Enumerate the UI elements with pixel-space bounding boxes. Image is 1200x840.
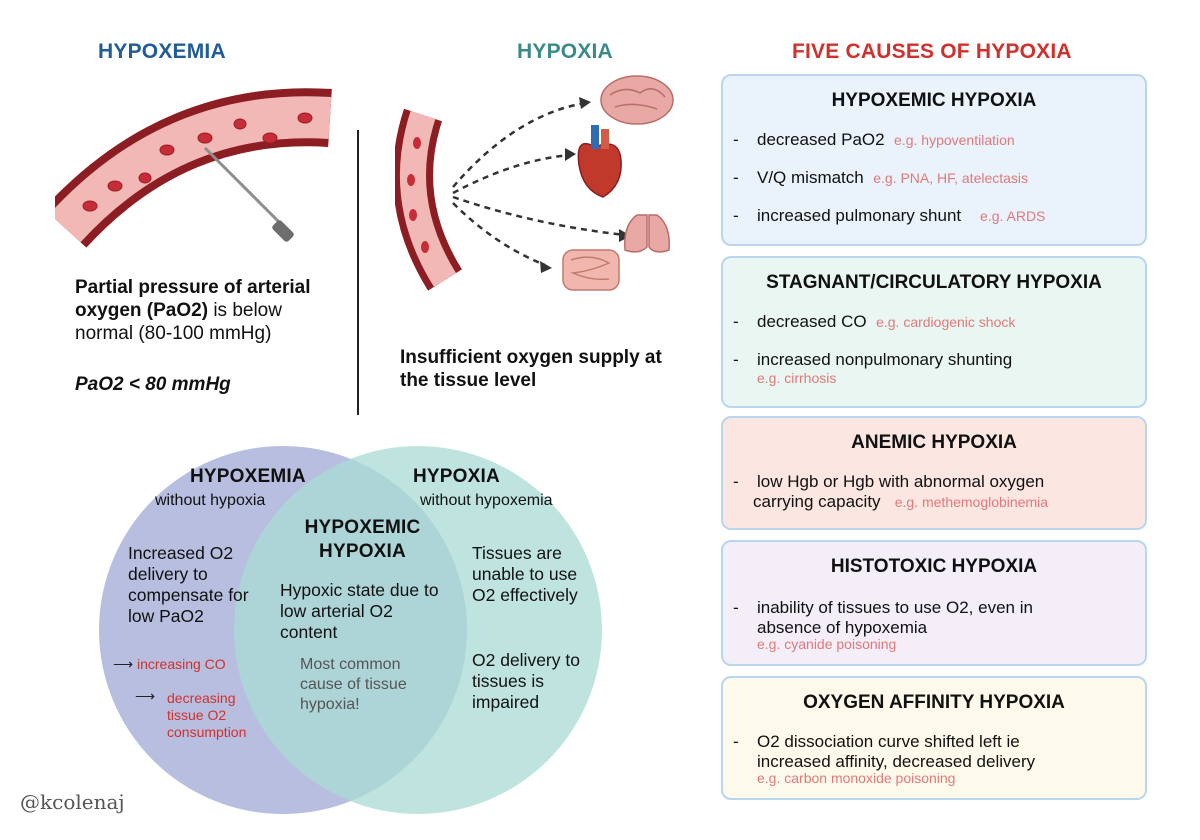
venn-left-bullet-2: ⟶ decreasing tissue O2 consumption <box>135 688 270 741</box>
list-item: -increased pulmonary shunt e.g. ARDS <box>733 206 1046 225</box>
hypoxemia-definition-rest: is below normal (80-100 mmHg) <box>75 300 282 344</box>
causes-title: FIVE CAUSES OF HYPOXIA <box>792 40 1072 63</box>
hypoxia-title: HYPOXIA <box>517 40 613 63</box>
venn-diagram <box>99 446 602 814</box>
card-title: ANEMIC HYPOXIA <box>851 432 1017 453</box>
card-stagnant-hypoxia: STAGNANT/CIRCULATORY HYPOXIA -decreased … <box>721 256 1147 408</box>
list-item-example: e.g. carbon monoxide poisoning <box>757 770 956 786</box>
venn-left-bullet-1: ⟶ increasing CO <box>113 656 226 673</box>
panel-divider <box>357 130 359 415</box>
venn-center-note: Most common cause of tissue hypoxia! <box>300 656 407 713</box>
vessel-organs-illustration <box>395 75 674 291</box>
venn-center-body: Hypoxic state due to low arterial O2 con… <box>280 580 439 642</box>
list-item: -O2 dissociation curve shifted left ie <box>733 732 1020 751</box>
list-item: -V/Q mismatch e.g. PNA, HF, atelectasis <box>733 168 1029 187</box>
list-item-cont: increased affinity, decreased delivery <box>757 752 1036 771</box>
venn-right-body-1: Tissues are unable to use O2 effectively <box>472 543 578 605</box>
card-oxygen-affinity-hypoxia: OXYGEN AFFINITY HYPOXIA -O2 dissociation… <box>721 676 1147 800</box>
venn-left-bullet-1-text: increasing CO <box>136 656 226 672</box>
venn-left-bullet-2-text: decreasing tissue O2 consumption <box>167 690 247 740</box>
hypoxia-definition: Insufficient oxygen supply at the tissue… <box>400 347 662 391</box>
list-item: -low Hgb or Hgb with abnormal oxygen <box>733 472 1045 491</box>
hypoxemia-title: HYPOXEMIA <box>98 40 226 63</box>
venn-center-title: HYPOXEMIC HYPOXIA <box>304 517 421 562</box>
venn-right-title: HYPOXIA <box>413 466 500 487</box>
card-hypoxemic-hypoxia: HYPOXEMIC HYPOXIA -decreased PaO2 e.g. h… <box>721 74 1147 246</box>
venn-right-subtitle: without hypoxemia <box>420 492 553 509</box>
artery-needle-illustration <box>55 88 332 248</box>
hypoxemia-definition: Partial pressure of arterial oxygen (PaO… <box>75 276 345 345</box>
card-title: HYPOXEMIC HYPOXIA <box>831 90 1037 111</box>
venn-left-body: Increased O2 delivery to compensate for … <box>128 543 249 626</box>
list-item-example: e.g. cyanide poisoning <box>757 636 897 652</box>
list-item: -decreased CO e.g. cardiogenic shock <box>733 312 1016 331</box>
venn-right-body-2: O2 delivery to tissues is impaired <box>472 650 580 712</box>
venn-right-circle <box>234 446 602 814</box>
hypoxemia-definition-bold: Partial pressure of arterial oxygen (PaO… <box>75 277 311 321</box>
list-item: -inability of tissues to use O2, even in <box>733 598 1033 617</box>
list-item: -increased nonpulmonary shunting <box>733 350 1013 369</box>
card-title: OXYGEN AFFINITY HYPOXIA <box>803 692 1065 713</box>
card-title: STAGNANT/CIRCULATORY HYPOXIA <box>766 272 1102 293</box>
watermark: @kcolenaj <box>20 790 125 814</box>
arrow-right-icon: ⟶ <box>135 688 156 704</box>
list-item-cont: absence of hypoxemia <box>757 618 928 637</box>
hypoxemia-threshold: PaO2 < 80 mmHg <box>75 374 231 395</box>
venn-left-title: HYPOXEMIA <box>190 466 306 487</box>
venn-left-subtitle: without hypoxia <box>155 492 266 509</box>
list-item: -decreased PaO2 e.g. hypoventilation <box>733 130 1015 149</box>
card-title: HISTOTOXIC HYPOXIA <box>830 556 1038 577</box>
list-item-cont: carrying capacity e.g. methemoglobinemia <box>753 492 1049 511</box>
card-histotoxic-hypoxia: HISTOTOXIC HYPOXIA -inability of tissues… <box>721 540 1147 666</box>
list-item-example: e.g. cirrhosis <box>757 370 837 386</box>
arrow-right-icon: ⟶ <box>113 656 134 672</box>
card-anemic-hypoxia: ANEMIC HYPOXIA -low Hgb or Hgb with abno… <box>721 416 1147 530</box>
